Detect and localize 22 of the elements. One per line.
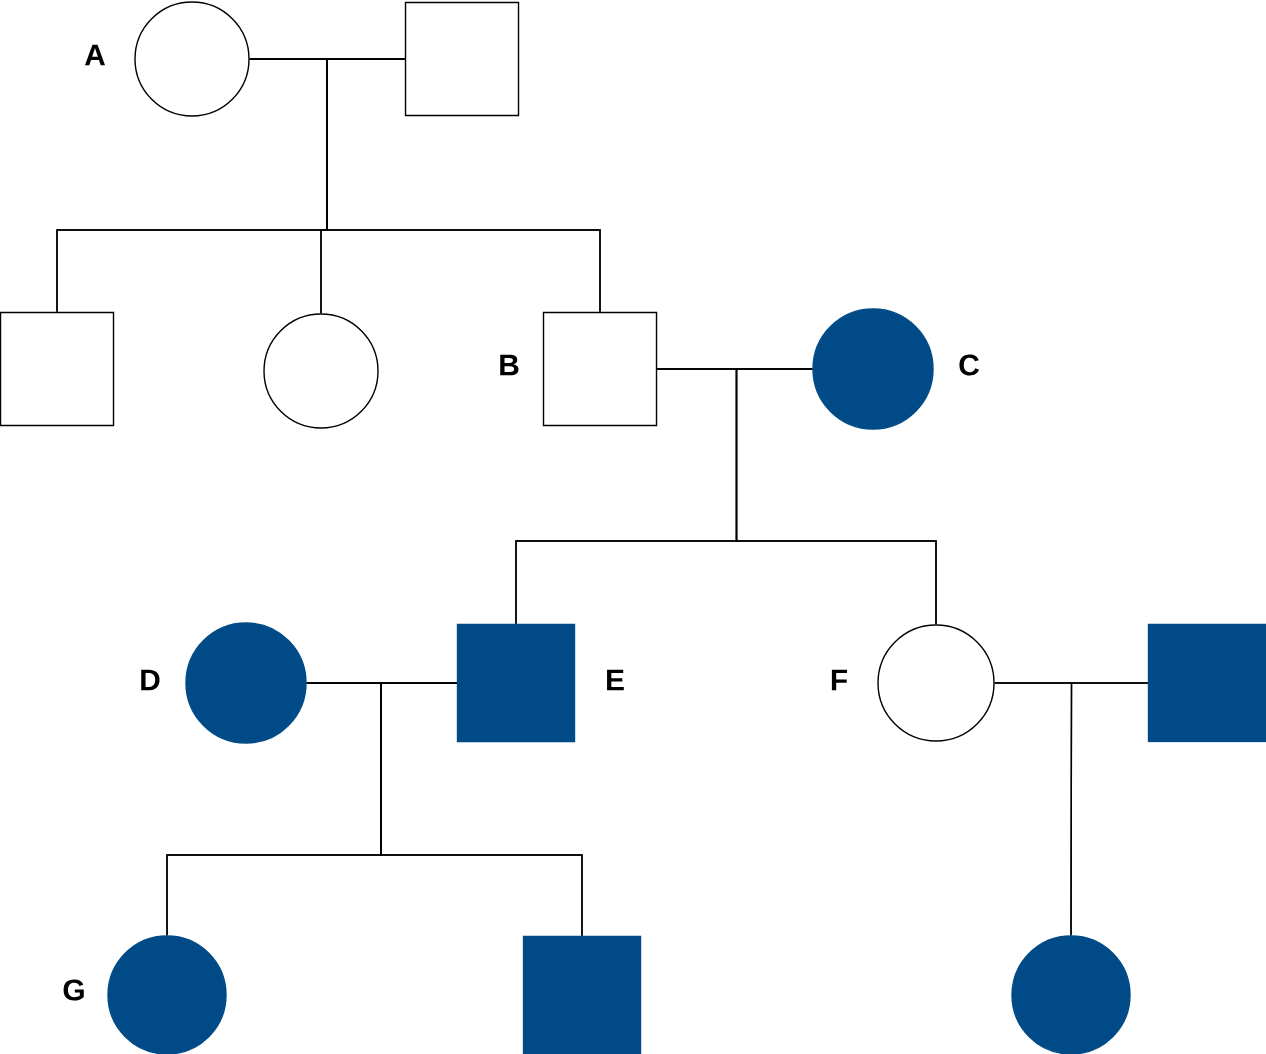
square-symbol — [456, 623, 576, 743]
circle-symbol — [134, 1, 250, 117]
member-label: B — [500, 354, 519, 376]
circle-symbol — [812, 308, 934, 430]
member-label: C — [959, 354, 979, 376]
pedigree-line — [326, 58, 601, 313]
circle-symbol — [185, 622, 307, 744]
circle-symbol — [107, 935, 227, 1054]
member-label: F — [831, 669, 848, 691]
pedigree-line — [1070, 682, 1149, 936]
square-symbol — [1147, 623, 1266, 743]
pedigree-line — [380, 682, 583, 937]
square-symbol — [404, 1, 520, 117]
member-label: E — [607, 669, 624, 691]
member-label: A — [84, 44, 105, 66]
pedigree-line — [735, 368, 937, 625]
circle-symbol — [1011, 935, 1131, 1054]
circle-symbol — [263, 313, 379, 429]
square-symbol — [542, 311, 658, 427]
member-label: G — [63, 979, 84, 1001]
circle-symbol — [877, 624, 995, 742]
member-label: D — [141, 669, 160, 691]
